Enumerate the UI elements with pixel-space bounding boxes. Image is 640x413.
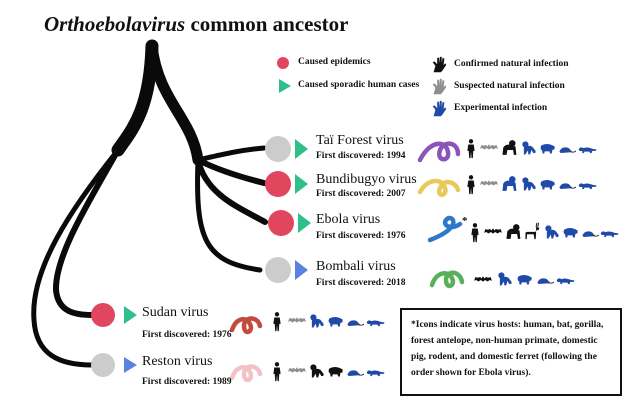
diagram-title: Orthoebolavirus common ancestor (44, 12, 349, 36)
virus-name-bombali: Bombali virus (316, 259, 396, 274)
tai-forest-triangle (295, 139, 308, 159)
legend-confirmed-label: Confirmed natural infection (454, 59, 569, 69)
legend-experimental-label: Experimental infection (454, 103, 548, 113)
bat-icon (288, 367, 306, 373)
domestic-pig-icon (328, 367, 343, 377)
reston-virion-icon (229, 364, 263, 383)
non-human-primate-icon (498, 272, 512, 286)
bombali-circle (265, 257, 291, 283)
bombali-host-icons (474, 272, 575, 286)
ebola-circle (268, 210, 294, 236)
sudan-host-icons (273, 312, 385, 332)
bundibugyo-host-icons (467, 175, 597, 195)
human-icon (467, 175, 475, 195)
legend-epidemic-dot (277, 57, 289, 69)
domestic-ferret-icon (556, 278, 575, 285)
bat-icon (480, 180, 498, 186)
non-human-primate-icon (522, 141, 536, 155)
rodent-icon (581, 230, 599, 238)
confirmed-hand-icon (432, 56, 447, 73)
virus-discovered-sudan: First discovered: 1976 (142, 330, 232, 340)
domestic-pig-icon (563, 228, 578, 238)
rodent-icon (558, 182, 576, 190)
domestic-pig-icon (540, 180, 555, 190)
virus-name-bundibugyo: Bundibugyo virus (316, 172, 417, 187)
ebola-triangle (298, 213, 311, 233)
tai-forest-host-icons (467, 139, 597, 159)
sudan-circle (91, 303, 115, 327)
bundibugyo-circle (265, 171, 291, 197)
experimental-hand-icon (432, 100, 447, 117)
domestic-pig-icon (540, 144, 555, 154)
forest-antelope-icon (524, 222, 540, 240)
ebola-host-icons (471, 222, 619, 243)
gorilla-icon (502, 140, 517, 155)
reston-triangle (124, 357, 137, 373)
suspected-hand-icon (432, 78, 447, 95)
rodent-icon (346, 369, 364, 377)
bat-icon (480, 144, 498, 150)
non-human-primate-icon (310, 314, 324, 328)
human-icon (467, 139, 475, 159)
virus-discovered-tai-forest: First discovered: 1994 (316, 151, 406, 161)
gorilla-icon (502, 176, 517, 191)
virus-name-sudan: Sudan virus (142, 305, 209, 320)
legend-sporadic-label: Caused sporadic human cases (298, 80, 420, 90)
non-human-primate-icon (545, 225, 559, 239)
bat-icon (474, 276, 492, 282)
domestic-ferret-icon (578, 183, 597, 190)
bombali-virion-icon (429, 270, 465, 289)
rodent-icon (346, 319, 364, 327)
human-icon (273, 312, 281, 332)
ebola-asterisk: * (462, 215, 468, 227)
virus-name-reston: Reston virus (142, 354, 213, 369)
domestic-ferret-icon (600, 231, 619, 238)
rodent-icon (536, 277, 554, 285)
virus-discovered-reston: First discovered: 1989 (142, 377, 232, 387)
bundibugyo-virion-icon (417, 178, 461, 197)
reston-circle (91, 353, 115, 377)
tai-forest-virion-icon (417, 141, 461, 163)
virus-discovered-ebola: First discovered: 1976 (316, 231, 406, 241)
non-human-primate-icon (310, 364, 324, 378)
reston-host-icons (273, 362, 385, 382)
domestic-ferret-icon (366, 370, 385, 377)
domestic-pig-icon (517, 275, 532, 285)
domestic-pig-icon (328, 317, 343, 327)
domestic-ferret-icon (366, 320, 385, 327)
ebola-virion-icon (427, 215, 463, 243)
bat-icon (288, 317, 306, 323)
bat-icon (484, 228, 502, 234)
non-human-primate-icon (522, 177, 536, 191)
tai-forest-circle (265, 136, 291, 162)
sudan-triangle (124, 306, 137, 324)
virus-name-tai-forest: Taï Forest virus (316, 133, 404, 148)
virus-name-ebola: Ebola virus (316, 212, 381, 227)
rodent-icon (558, 146, 576, 154)
bombali-triangle (295, 260, 308, 280)
legend-epidemic-label: Caused epidemics (298, 57, 371, 67)
gorilla-icon (506, 224, 521, 239)
sudan-virion-icon (229, 316, 263, 335)
legend-suspected-label: Suspected natural infection (454, 81, 565, 91)
host-note-box: *Icons indicate virus hosts: human, bat,… (400, 308, 622, 396)
human-icon (273, 362, 281, 382)
virus-discovered-bombali: First discovered: 2018 (316, 278, 406, 288)
human-icon (471, 223, 479, 243)
legend-sporadic-triangle (279, 79, 291, 93)
domestic-ferret-icon (578, 147, 597, 154)
virus-discovered-bundibugyo: First discovered: 2007 (316, 189, 406, 199)
bundibugyo-triangle (295, 174, 308, 194)
